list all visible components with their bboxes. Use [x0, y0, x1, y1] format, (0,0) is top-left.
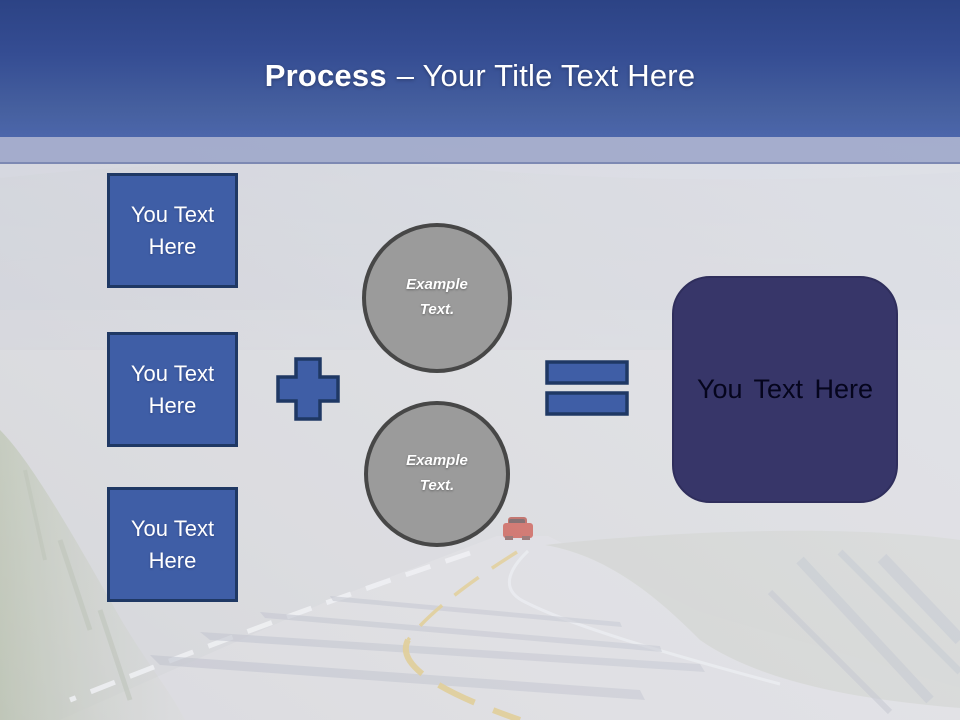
example-circle-2-label: Example Text. [406, 452, 468, 494]
result-box[interactable]: You Text Here [672, 276, 898, 503]
result-box-label: You Text Here [696, 374, 874, 404]
process-box-2-label: You Text Here [130, 360, 215, 418]
header-accent-band [0, 137, 960, 164]
example-circle-1-label: Example Text. [406, 276, 468, 318]
process-box-2[interactable]: You Text Here [107, 332, 238, 447]
process-box-3-label: You Text Here [130, 515, 215, 573]
title-keyword: Process [264, 57, 387, 93]
title-subtitle: – Your Title Text Here [396, 57, 696, 93]
slide-title: Process– Your Title Text Here [265, 58, 696, 94]
equals-icon[interactable] [545, 360, 631, 416]
process-box-1-label: You Text Here [130, 201, 215, 259]
process-box-1[interactable]: You Text Here [107, 173, 238, 288]
slide-header: Process– Your Title Text Here [0, 0, 960, 137]
plus-icon[interactable] [276, 357, 340, 421]
example-circle-1[interactable]: Example Text. [362, 223, 512, 373]
process-box-3[interactable]: You Text Here [107, 487, 238, 602]
example-circle-2[interactable]: Example Text. [364, 401, 510, 547]
